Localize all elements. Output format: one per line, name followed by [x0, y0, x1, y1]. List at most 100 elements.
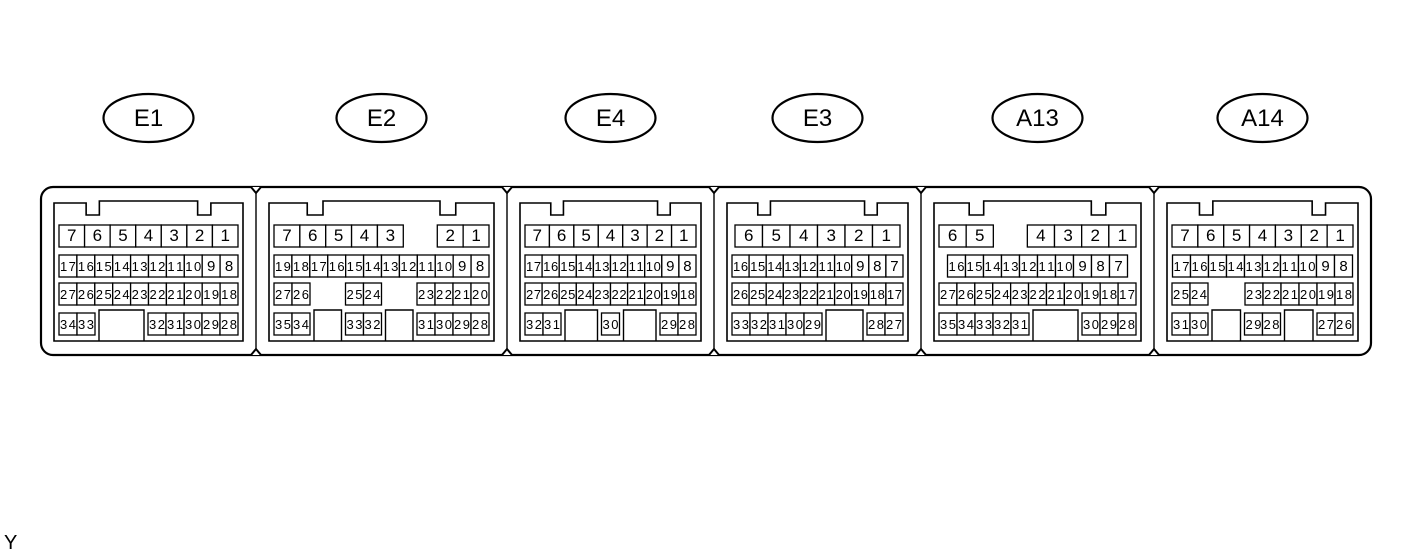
pin-number: 20	[646, 287, 661, 302]
pin-cell: 35	[273, 312, 293, 336]
pin-cell: 18	[678, 282, 697, 306]
pin-number: 13	[784, 259, 799, 274]
connector-label-ellipse	[335, 92, 428, 144]
pin-number: 1	[471, 226, 480, 245]
pin-number: 30	[787, 317, 803, 332]
connector-label-ellipse	[771, 92, 864, 144]
key-slot	[1032, 309, 1079, 341]
pin-number: 25	[560, 287, 575, 302]
pin-number: 14	[114, 259, 130, 274]
housing-notch-top	[708, 186, 720, 195]
pin-cell: 31	[1010, 312, 1030, 336]
pin-number: 1	[220, 226, 229, 245]
pin-cell: 27	[273, 282, 293, 306]
pin-cell: 26	[1334, 312, 1354, 336]
pin-number: 8	[1339, 258, 1347, 275]
pin-cell: 29	[1243, 312, 1264, 336]
pin-cell: 17	[524, 254, 543, 278]
pin-number: 17	[887, 287, 902, 302]
pin-number: 14	[365, 259, 381, 274]
pin-number: 33	[78, 317, 94, 332]
pin-number: 20	[836, 287, 851, 302]
pin-cell: 27	[884, 312, 904, 336]
pin-cell: 16	[1189, 254, 1210, 278]
pin-number: 20	[185, 287, 201, 302]
pin-number: 12	[150, 259, 166, 274]
pin-cell: 15	[1207, 254, 1228, 278]
housing-notch-bottom	[250, 347, 262, 356]
pin-number: 5	[334, 226, 343, 245]
pin-cell: 20	[644, 282, 663, 306]
pin-cell: 2	[436, 224, 464, 248]
pin-number: 16	[733, 259, 748, 274]
connector-label-ellipse	[102, 92, 195, 144]
pin-number: 24	[577, 287, 592, 302]
pin-number: 8	[225, 258, 233, 275]
pin-number: 17	[1174, 259, 1190, 274]
pin-number: 28	[868, 317, 884, 332]
pin-number: 7	[1180, 226, 1189, 245]
pin-cell: 27	[58, 282, 78, 306]
pin-cell: 29	[803, 312, 823, 336]
connector-label: E3	[803, 105, 832, 132]
pin-number: 13	[132, 259, 148, 274]
housing-notch-top	[501, 186, 513, 195]
pin-cell: 2	[1081, 224, 1110, 248]
pin-number: 24	[114, 287, 130, 302]
housing-notch-top	[915, 186, 927, 195]
pin-cell: 18	[291, 254, 311, 278]
pin-number: 10	[836, 259, 851, 274]
pin-cell: 15	[964, 254, 985, 278]
pin-cell: 33	[731, 312, 751, 336]
pin-cell: 1	[211, 224, 239, 248]
pin-number: 28	[472, 317, 488, 332]
pin-number: 21	[629, 287, 644, 302]
pin-number: 19	[853, 287, 868, 302]
pin-number: 11	[1039, 259, 1055, 274]
pin-number: 2	[445, 226, 454, 245]
pin-number: 29	[661, 317, 677, 332]
pin-cell: 7	[1108, 254, 1129, 278]
pin-cell: 13	[592, 254, 612, 278]
pin-cell: 13	[129, 254, 150, 278]
pin-cell: 21	[165, 282, 185, 306]
pin-number: 18	[293, 259, 309, 274]
pin-number: 29	[454, 317, 470, 332]
pin-cell: 19	[661, 282, 680, 306]
pin-number: 32	[526, 317, 542, 332]
pin-number: 1	[882, 226, 891, 245]
pin-number: 6	[948, 226, 957, 245]
pin-cell: 5	[325, 224, 353, 248]
pin-cell: 16	[946, 254, 967, 278]
pin-number: 29	[1101, 317, 1117, 332]
pin-number: 27	[1318, 317, 1334, 332]
pin-cell: 10	[183, 254, 203, 278]
pin-cell: 24	[575, 282, 595, 306]
pin-number: 8	[683, 258, 691, 275]
pin-cell: 12	[147, 254, 168, 278]
pin-number: 20	[1300, 287, 1316, 302]
pin-cell: 17	[309, 254, 329, 278]
pin-number: 15	[560, 259, 575, 274]
pin-cell: 4	[135, 224, 162, 248]
pin-number: 32	[149, 317, 165, 332]
pin-cell: 4	[1026, 224, 1056, 248]
pin-number: 3	[827, 226, 836, 245]
pin-number: 33	[733, 317, 749, 332]
pin-number: 33	[976, 317, 992, 332]
pin-number: 18	[870, 287, 885, 302]
pin-cell: 31	[767, 312, 787, 336]
pin-number: 2	[195, 226, 204, 245]
pin-number: 26	[78, 287, 94, 302]
pin-cell: 23	[416, 282, 436, 306]
pin-cell: 14	[575, 254, 595, 278]
pin-number: 29	[1246, 317, 1262, 332]
pin-number: 21	[819, 287, 834, 302]
pin-number: 23	[594, 287, 609, 302]
housing-notch-top	[1148, 186, 1160, 195]
pin-number: 2	[655, 226, 664, 245]
pin-cell: 11	[816, 254, 836, 278]
pin-number: 17	[526, 259, 541, 274]
pin-cell: 8	[1090, 254, 1111, 278]
pin-number: 5	[581, 226, 590, 245]
